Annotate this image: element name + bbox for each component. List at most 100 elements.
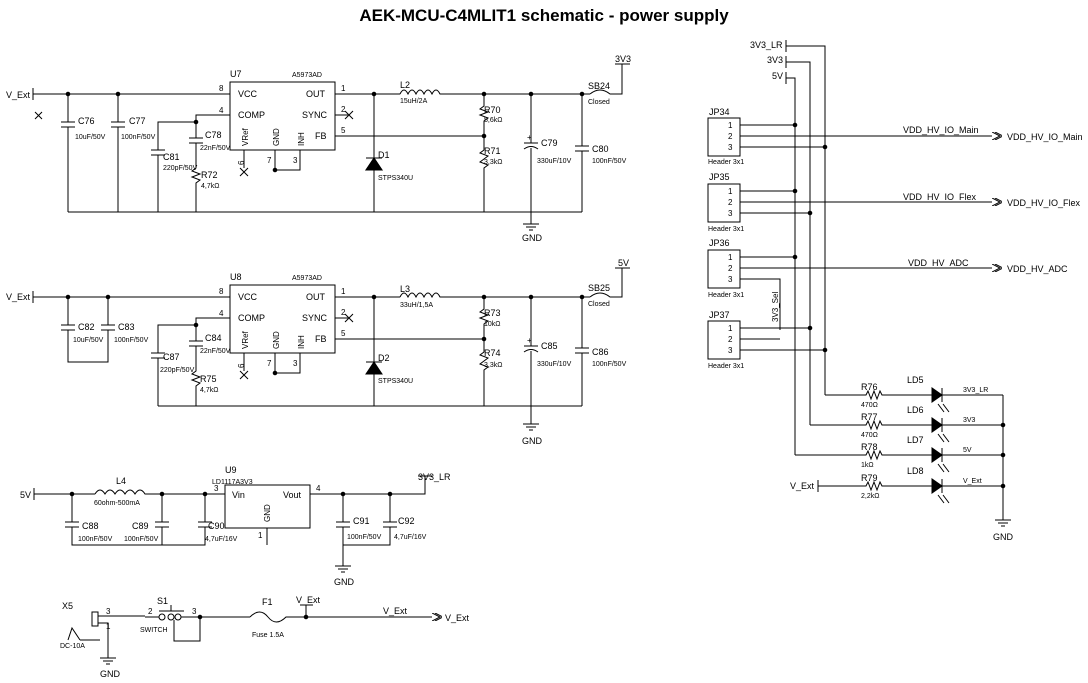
d1-ref: D1 [378,150,390,160]
u8-pin5: 5 [341,329,346,338]
u7-ic [229,81,336,151]
port-vdd-adc: VDD_HV_ADC [1007,264,1068,274]
r75-ref: R75 [200,374,217,384]
u7-pin-sync: SYNC [302,110,328,120]
schematic-title: AEK-MCU-C4MLIT1 schematic - power supply [359,6,729,25]
l4-ref: L4 [116,476,126,486]
gnd-label-5: GND [993,532,1014,542]
jp35-value: Header 3x1 [708,226,744,233]
u7-pin-vcc: VCC [238,89,258,99]
c90-ref: C90 [208,521,225,531]
u9-ldo-section: 5V L4 60ohm-500mA C88 100nF/50V C89 100n… [20,465,451,587]
c92-ref: C92 [398,516,415,526]
c91-value: 100nF/50V [347,534,382,541]
c77-ref: C77 [129,116,146,126]
u7-pin-fb: FB [315,131,327,141]
l4-value: 60ohm-500mA [94,500,140,507]
jp37-pin1: 1 [728,324,733,333]
c85-value: 330uF/10V [537,361,572,368]
u7-pin-inh: INH [297,132,306,146]
port-vdd-flex: VDD_HV_IO_Flex [1007,198,1081,208]
net-label-3v3-lr-2: 3V3_LR [750,40,783,50]
jp34-pin1: 1 [728,121,733,130]
jp37-ref: JP37 [709,310,730,320]
svg-text:+: + [527,133,532,142]
c84-value: 22nF/50V [200,348,231,355]
r78-value: 1kΩ [861,462,874,469]
u8-ic [229,284,336,354]
r79-value: 2,2kΩ [861,493,879,500]
c87-ref: C87 [163,352,180,362]
r74-ref: R74 [484,348,501,358]
u7-part: A5973AD [292,72,322,79]
c89-value: 100nF/50V [124,536,159,543]
u8-pin-fb: FB [315,334,327,344]
u7-pin-gnd: GND [272,128,281,146]
net-label-3v3-2: 3V3 [767,55,783,65]
u7-buck-section: V_Ext C76 10uF/50V C77 100nF/50V U7 A597… [6,54,631,243]
jp34-header [707,117,741,157]
svg-text:3: 3 [192,607,197,616]
c82-ref: C82 [78,322,95,332]
gnd-label-2: GND [522,436,543,446]
r73-ref: R73 [484,308,501,318]
u8-pin1: 1 [341,287,346,296]
u9-pin-vout: Vout [283,490,302,500]
u7-pin5: 5 [341,126,346,135]
l2-value: 15uH/2A [400,98,428,105]
u7-pin3: 3 [293,156,298,165]
u8-pin6: 6 [237,363,246,368]
u8-pin3: 3 [293,359,298,368]
r76-ref: R76 [861,382,878,392]
net-label-5v-1: 5V [618,258,629,268]
sb24-ref: SB24 [588,81,610,91]
jp36-pin1: 1 [728,253,733,262]
c80-value: 100nF/50V [592,158,627,165]
c76-value: 10uF/50V [75,134,106,141]
jp35-pin2: 2 [728,198,733,207]
u7-pin-vref: VRef [241,127,250,146]
u7-pin-out: OUT [306,89,326,99]
svg-text:2: 2 [148,607,153,616]
u7-pin4: 4 [219,106,224,115]
led-net-3v3-lr: 3V3_LR [963,387,988,394]
d2-ref: D2 [378,353,390,363]
c88-value: 100nF/50V [78,536,113,543]
ld6-ref: LD6 [907,405,924,415]
c90-value: 4,7uF/16V [205,536,238,543]
net-label-v-ext-2: V_Ext [6,292,31,302]
port-v-ext: V_Ext [445,613,470,623]
jp36-pin3: 3 [728,275,733,284]
c83-value: 100nF/50V [114,337,149,344]
u8-pin-gnd: GND [272,331,281,349]
c86-value: 100nF/50V [592,361,627,368]
u7-pin1: 1 [341,84,346,93]
u9-pin1: 1 [258,531,263,540]
svg-text:+: + [527,336,532,345]
jp35-pin3: 3 [728,209,733,218]
l3-ref: L3 [400,284,410,294]
jp34-ref: JP34 [709,107,730,117]
selection-headers: 3V3_LR 3V3 5V JP34 1 2 3 Header 3x1 VDD_… [707,40,1083,455]
net-label-v-ext-4: V_Ext [383,606,408,616]
net-label-vdd-flex: VDD_HV_IO_Flex [903,192,977,202]
r73-value: 10kΩ [484,321,501,328]
u9-part: LD1117A3V3 [212,479,253,486]
c91-ref: C91 [353,516,370,526]
sb24-value: Closed [588,99,610,106]
d1-value: STPS340U [378,175,413,182]
u8-pin4: 4 [219,309,224,318]
s1-value: SWITCH [140,627,168,634]
sb25-ref: SB25 [588,283,610,293]
d2-value: STPS340U [378,378,413,385]
c84-ref: C84 [205,333,222,343]
u9-ref: U9 [225,465,237,475]
c78-ref: C78 [205,130,222,140]
net-label-v-ext-3: V_Ext [296,595,321,605]
jp36-header [707,249,741,289]
u8-pin-sync: SYNC [302,313,328,323]
r75-value: 4,7kΩ [200,387,218,394]
jp37-value: Header 3x1 [708,363,744,370]
gnd-label-4: GND [100,669,121,679]
